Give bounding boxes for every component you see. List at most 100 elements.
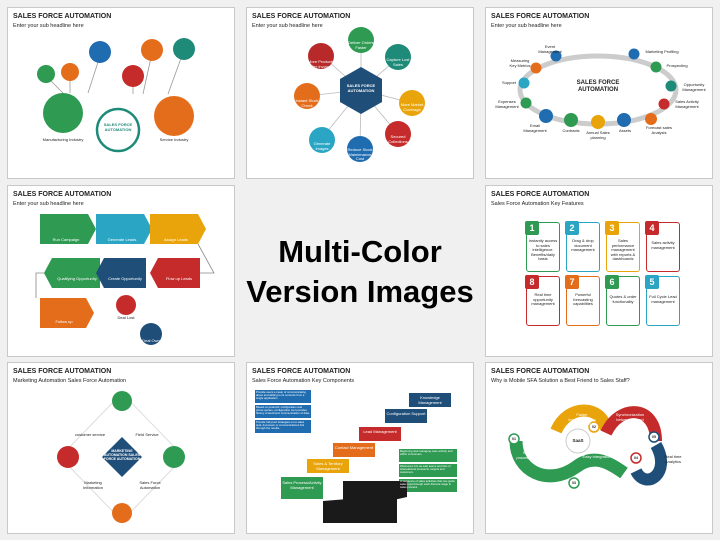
step-label: Follow up <box>55 319 73 324</box>
card-text: Full Cycle Lead management <box>649 294 677 304</box>
slide-thumbnail-6[interactable]: SALES FORCE AUTOMATION Marketing Automat… <box>7 362 235 534</box>
item-label: Prospecting <box>666 63 688 68</box>
feature-card: 4 Sales activity management <box>645 221 680 272</box>
service-label: Service Industry <box>159 137 189 142</box>
quadrant-label: Field Service <box>135 432 159 437</box>
feature-card: 6 Quotes & order functionality <box>605 275 640 326</box>
item-label: Assets <box>618 128 631 133</box>
slide-title: SALES FORCE AUTOMATION <box>491 13 590 20</box>
step-label: Run Campaign <box>52 237 80 242</box>
step-number: 01 <box>512 437 516 441</box>
item-label: Sales Activity Management <box>675 99 699 109</box>
card-badge: 2 <box>565 221 579 235</box>
card-text: Instantly access to sales intelligence. … <box>528 238 558 262</box>
step-label: Lead Management <box>363 429 397 434</box>
item-label: Marketing Profiling <box>645 49 679 54</box>
step-label: Easy Integration <box>582 454 612 459</box>
card-badge: 1 <box>525 221 539 235</box>
slide-subtitle: Why is Mobile SFA Solution a Best Friend… <box>491 378 630 384</box>
item-label: Generate Images <box>313 141 331 151</box>
item-label: More Market Coverage <box>400 102 424 112</box>
step-label: Generate Leads <box>107 237 137 242</box>
item-label: Event Management <box>538 44 562 54</box>
card-badge: 6 <box>605 275 619 289</box>
slide-thumbnail-3[interactable]: SALES FORCE AUTOMATION Enter your sub he… <box>485 7 713 179</box>
step-label: Qualifying Opportunity <box>57 276 97 281</box>
slide-title: SALES FORCE AUTOMATION <box>252 368 351 375</box>
item-label: Deliver Orders Faster <box>348 40 374 50</box>
card-badge: 4 <box>645 221 659 235</box>
item-label: Support <box>501 80 516 85</box>
slide-title: SALES FORCE AUTOMATION <box>13 13 112 20</box>
item-label: Contracts <box>562 128 580 133</box>
item-label: Forecast sales Analysis <box>645 125 672 135</box>
feature-card: 7 Powerful forecasting capabilities <box>565 275 600 326</box>
feature-card: 2 Drag & drop document management <box>565 221 600 272</box>
center-label: SALES FORCE AUTOMATION <box>576 80 620 93</box>
item-label: More Products Per Invoice <box>308 59 335 69</box>
manufacturing-label: Manufacturing Industry <box>42 137 84 142</box>
blue-note: Provide full proof strategies on to sale… <box>256 420 305 431</box>
slide-thumbnail-8[interactable]: SALES FORCE AUTOMATION Why is Mobile SFA… <box>485 362 713 534</box>
quadrant-label: customer service <box>74 432 106 437</box>
slide-thumbnail-4[interactable]: SALES FORCE AUTOMATION Enter your sub he… <box>7 185 235 357</box>
item-label: Email Management <box>523 123 547 133</box>
step-number: 04 <box>634 456 638 460</box>
slide-title: SALES FORCE AUTOMATION <box>491 191 590 198</box>
radial-diagram <box>294 27 425 162</box>
center-label: SALES FORCE AUTOMATION <box>103 122 133 132</box>
curved-flow-diagram <box>508 404 668 489</box>
slide-title: SALES FORCE AUTOMATION <box>252 13 351 20</box>
page-heading: Multi-Color Version Images <box>246 232 474 313</box>
slide-thumbnail-1[interactable]: SALES FORCE AUTOMATION Enter your sub he… <box>7 7 235 179</box>
slide-subtitle: Sales Force Automation Key Features <box>491 201 584 207</box>
saas-label: SaaS <box>572 438 584 443</box>
item-label: Secured Collections <box>388 134 408 144</box>
green-note: A sequence of sales activities that can … <box>400 479 455 490</box>
step-label: Knowledge Management <box>418 395 442 405</box>
ellipse-diagram <box>517 48 679 129</box>
slide-subtitle: Enter your sub headline here <box>13 23 84 29</box>
card-text: Sales performance management with report… <box>610 238 636 262</box>
step-number: 05 <box>652 435 656 439</box>
slide-subtitle: Enter your sub headline here <box>13 201 84 207</box>
card-badge: 7 <box>565 275 579 289</box>
heading-line-1: Multi-Color <box>278 234 442 269</box>
slide-subtitle: Marketing Automation Sales Force Automat… <box>13 378 127 384</box>
step-number: 02 <box>592 425 596 429</box>
item-label: Opportunity Management <box>682 82 706 92</box>
slide-subtitle: Enter your sub headline here <box>491 23 562 29</box>
staircase-diagram <box>255 390 457 523</box>
item-label: Annual Sales planning <box>586 130 610 140</box>
step-label: Create Opportunity <box>108 276 142 281</box>
step-label: Deal Own <box>142 338 160 343</box>
slide-title: SALES FORCE AUTOMATION <box>13 191 112 198</box>
card-text: Powerful forecasting capabilities <box>573 292 593 307</box>
card-text: Drag & drop document management <box>571 238 595 253</box>
step-label: Significant process Changes <box>516 450 548 460</box>
item-label: Capture Lost Sales <box>386 57 410 67</box>
feature-card: 5 Full Cycle Lead management <box>645 275 680 326</box>
card-badge: 3 <box>605 221 619 235</box>
step-label: Deal Lost <box>117 315 135 320</box>
card-text: Quotes & order functionality <box>609 294 637 304</box>
card-text: Real time opportunity management <box>531 292 555 307</box>
slide-title: SALES FORCE AUTOMATION <box>491 368 590 375</box>
slide-thumbnail-7[interactable]: SALES FORCE AUTOMATION Sales Force Autom… <box>246 362 474 534</box>
step-label: Sales & Territory Management <box>313 461 343 471</box>
green-note: Beginning and managing case activity and… <box>400 449 453 457</box>
center-label: MARKETING AUTOMATION SALES FORCE AUTOMAT… <box>103 449 141 462</box>
slide-thumbnail-2[interactable]: SALES FORCE AUTOMATION Enter your sub he… <box>246 7 474 179</box>
step-number: 03 <box>572 481 576 485</box>
item-label: Reduce Stock Maintenance Cost <box>347 147 373 162</box>
card-badge: 5 <box>645 275 659 289</box>
step-label: Synchronization between IT and sales sta… <box>615 412 645 427</box>
heading-line-2: Version Images <box>246 274 474 310</box>
center-label: SALES FORCE AUTOMATION <box>346 83 376 93</box>
step-label: Configuration Support <box>386 411 426 416</box>
item-label: Expenses Management <box>495 99 519 109</box>
slide-subtitle: Enter your sub headline here <box>252 23 323 29</box>
slide-title: SALES FORCE AUTOMATION <box>13 368 112 375</box>
feature-card: 8 Real time opportunity management <box>525 275 560 326</box>
slide-thumbnail-5[interactable]: SALES FORCE AUTOMATION Sales Force Autom… <box>485 185 713 357</box>
